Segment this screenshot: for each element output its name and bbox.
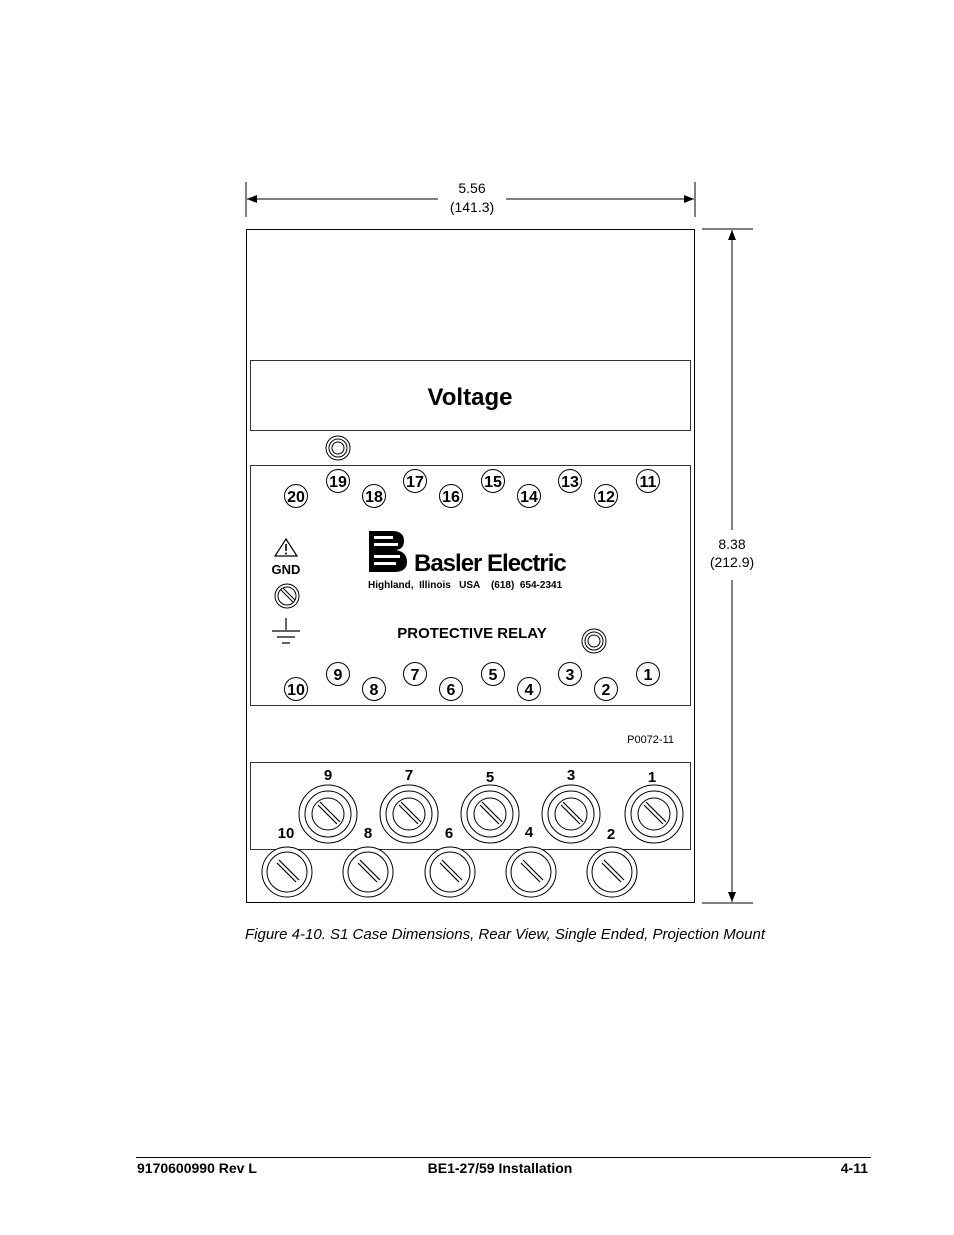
terminal-label: 10 [287,682,305,699]
screw-label: 5 [486,769,494,786]
part-number-label: P0072-11 [627,734,674,746]
warning-icon [273,537,299,557]
screw-label: 9 [324,767,332,784]
terminal-label: 2 [602,682,611,699]
screw-label: 3 [567,767,575,784]
terminal-label: 4 [525,682,534,699]
height-mm-label: (212.9) [710,554,754,570]
footer-divider [136,1157,871,1158]
footer-doc-number: 9170600990 Rev L [137,1160,257,1176]
screw-label: 1 [648,769,656,786]
width-dimension: 5.56 (141.3) [245,180,696,217]
screw-label: 4 [525,824,534,841]
terminal-label: 1 [644,667,653,684]
screw-label: 8 [364,825,372,842]
terminal-label: 19 [329,474,347,491]
height-inches-label: 8.38 [718,536,745,552]
lower-screws [261,846,638,898]
terminal-label: 5 [489,667,498,684]
terminal-label: 9 [334,667,343,684]
terminal-label: 20 [287,489,305,506]
footer-section: BE1-27/59 Installation [427,1160,573,1176]
screw-label: 7 [405,767,413,784]
footer-page-number: 4-11 [840,1160,868,1176]
title-panel [250,360,691,431]
basler-logo-icon [369,531,407,572]
mounting-stud-bottom [581,628,607,654]
title-label: Voltage [428,384,513,411]
upper-screws [298,784,684,844]
gnd-screw-icon [274,583,300,609]
width-mm-label: (141.3) [450,199,494,215]
terminal-label: 11 [640,474,657,491]
terminal-label: 8 [370,682,379,699]
ground-symbol-icon [272,618,300,644]
width-inches-label: 5.56 [458,180,485,196]
terminals-top: 19 17 15 13 11 20 18 16 14 12 [284,469,660,508]
case-outline [246,229,695,903]
terminal-label: 3 [566,667,575,684]
terminal-label: 15 [484,474,502,491]
terminal-label: 13 [561,474,579,491]
mounting-stud-top [325,435,351,461]
address-label: Highland, Illinois USA (618) 654-2341 [368,580,563,591]
product-label: PROTECTIVE RELAY [397,625,546,642]
brand-label: Basler Electric [414,550,566,577]
terminal-block [250,762,691,850]
terminal-label: 12 [597,489,615,506]
label-plate [250,465,691,706]
terminal-label: 14 [520,489,538,506]
gnd-label: GND [272,562,301,577]
terminal-label: 6 [447,682,456,699]
terminal-label: 16 [442,489,460,506]
height-dimension: 8.38 (212.9) [702,228,754,904]
screw-label: 10 [278,825,295,842]
screw-label: 2 [607,826,615,843]
terminals-bottom: 9 7 5 3 1 10 8 6 4 2 [284,662,660,701]
terminal-label: 17 [406,474,424,491]
screw-label: 6 [445,825,453,842]
terminal-label: 7 [411,667,420,684]
terminal-label: 18 [365,489,383,506]
figure-caption: Figure 4-10. S1 Case Dimensions, Rear Vi… [245,926,765,943]
